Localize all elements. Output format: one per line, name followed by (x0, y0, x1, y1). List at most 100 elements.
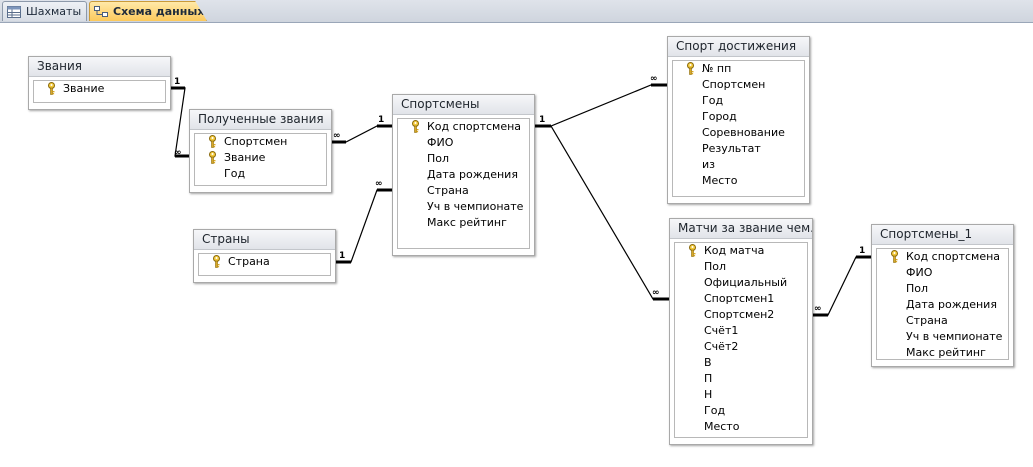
field-row[interactable]: Н (675, 387, 807, 403)
relationship-many-label: ∞ (375, 179, 383, 189)
table-title[interactable]: Матчи за звание чем... (670, 219, 812, 239)
field-row[interactable]: ФИО (398, 135, 529, 151)
field-row[interactable]: Спортсмен (195, 134, 326, 150)
field-row[interactable]: Страна (877, 313, 1008, 329)
table-title[interactable]: Полученные звания (190, 110, 331, 130)
field-name: Пол (427, 152, 450, 165)
field-name: Макс рейтинг (427, 216, 507, 229)
field-row[interactable]: Код спортсмена (877, 249, 1008, 265)
field-row[interactable]: Страна (199, 254, 330, 270)
relationship-line-sportsmeny-poluchennye[interactable]: ∞ 1 (331, 115, 393, 144)
field-row[interactable]: Код спортсмена (398, 119, 529, 135)
relationship-line-sportsmeny-matchi[interactable]: ∞ (550, 125, 669, 301)
tab-skhema-dannykh[interactable]: Схема данных (89, 1, 207, 21)
field-name: Дата рождения (906, 298, 997, 311)
field-row[interactable]: Макс рейтинг (398, 215, 529, 231)
relationship-many-label: ∞ (650, 74, 658, 84)
field-name: Место (702, 174, 738, 187)
field-name: В (704, 356, 712, 369)
field-name: Код матча (704, 244, 765, 257)
field-row[interactable]: Спортсмен1 (675, 291, 807, 307)
field-row[interactable]: ФИО (877, 265, 1008, 281)
field-row[interactable]: Пол (398, 151, 529, 167)
relationship-one-label: 1 (174, 77, 180, 87)
table-title[interactable]: Звания (29, 57, 170, 77)
field-name: Дата рождения (427, 168, 518, 181)
tab-label: Шахматы (26, 5, 82, 18)
field-name: Спортсмен (224, 135, 288, 148)
field-name: Год (224, 167, 246, 180)
field-row[interactable]: В (675, 355, 807, 371)
field-row[interactable]: Дата рождения (398, 167, 529, 183)
field-row[interactable]: Звание (195, 150, 326, 166)
field-name: Результат (702, 142, 761, 155)
table-title[interactable]: Спортсмены (393, 95, 534, 115)
field-name: Код спортсмена (906, 250, 1001, 263)
field-row[interactable]: Счёт2 (675, 339, 807, 355)
field-name: Соревнование (702, 126, 785, 139)
primary-key-icon (891, 250, 898, 263)
field-row[interactable]: Уч в чемпионате (877, 329, 1008, 345)
field-name: П (704, 372, 713, 385)
field-row[interactable]: Звание (34, 81, 165, 97)
tab-label: Схема данных (113, 5, 205, 18)
field-row[interactable]: Город (673, 109, 804, 125)
field-row[interactable]: Код матча (675, 243, 807, 259)
field-row[interactable]: Место (673, 173, 804, 189)
field-row[interactable]: из (673, 157, 804, 173)
tab-shakhmaty[interactable]: Шахматы (2, 1, 87, 21)
relationship-line-sportsmeny-sport-dost[interactable]: 1 ∞ (535, 74, 667, 128)
field-row[interactable]: Уч в чемпионате (398, 199, 529, 215)
field-row[interactable]: Год (675, 403, 807, 419)
field-row[interactable]: Пол (877, 281, 1008, 297)
field-row[interactable]: № пп (673, 61, 804, 77)
field-row[interactable]: Страна (398, 183, 529, 199)
table-title[interactable]: Спорт достижения (668, 37, 809, 57)
field-row[interactable]: Счёт1 (675, 323, 807, 339)
field-row[interactable]: Год (195, 166, 326, 182)
field-row[interactable]: Место (675, 419, 807, 435)
field-name: Макс рейтинг (906, 346, 986, 359)
field-name: Счёт1 (704, 324, 739, 337)
field-row[interactable]: Спортсмен2 (675, 307, 807, 323)
field-row[interactable]: Год (673, 93, 804, 109)
primary-key-icon (687, 62, 694, 75)
field-row[interactable]: Макс рейтинг (877, 345, 1008, 359)
primary-key-icon (689, 244, 696, 257)
field-row[interactable]: Спортсмен (673, 77, 804, 93)
relationship-line-strany-sportsmeny[interactable]: 1 ∞ (335, 179, 393, 264)
relationship-line-sportsmeny1-matchi[interactable]: ∞ 1 (812, 246, 872, 317)
relationship-line-zvaniya-poluchennye[interactable]: 1 ∞ (170, 77, 190, 158)
field-name: Звание (63, 82, 105, 95)
table-title[interactable]: Страны (194, 230, 335, 250)
field-name: Уч в чемпионате (906, 330, 1003, 343)
field-row[interactable]: Дата рождения (877, 297, 1008, 313)
relationship-many-label: ∞ (333, 131, 341, 141)
field-row[interactable]: П (675, 371, 807, 387)
field-name: из (702, 158, 715, 171)
field-list[interactable]: Звание (33, 80, 166, 103)
relationship-many-label: ∞ (814, 304, 822, 314)
field-row[interactable]: Официальный (675, 275, 807, 291)
table-title[interactable]: Спортсмены_1 (872, 225, 1013, 245)
field-row[interactable]: Результат (673, 141, 804, 157)
field-list[interactable]: Страна (198, 253, 331, 276)
field-name: Пол (906, 282, 929, 295)
field-name: Страна (906, 314, 948, 327)
field-name: Код спортсмена (427, 120, 522, 133)
field-row[interactable]: Соревнование (673, 125, 804, 141)
relationship-one-label: 1 (859, 246, 865, 256)
field-row[interactable]: Пол (675, 259, 807, 275)
